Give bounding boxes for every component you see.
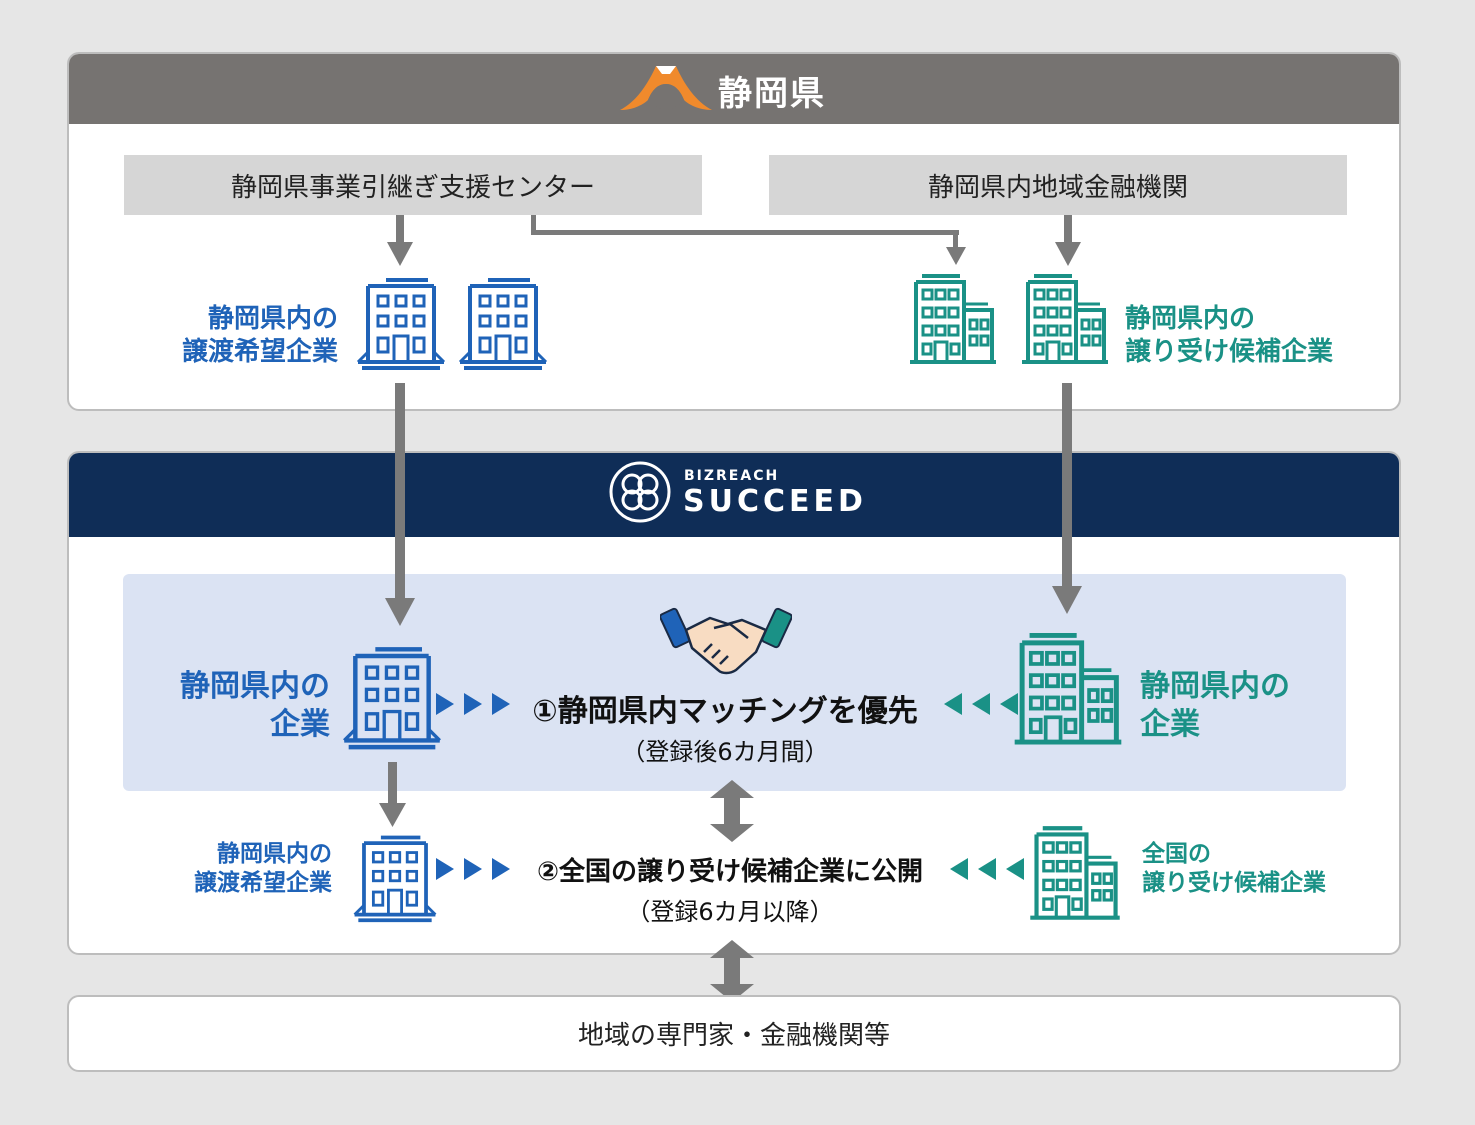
building-icon: [352, 830, 438, 924]
double-arrow-vertical-icon: [710, 780, 754, 842]
arrow-center-to-right-companies: [531, 215, 536, 235]
handshake-icon: [660, 607, 792, 675]
step1-text: ①静岡県内マッチングを優先 （登録後6カ月間）: [505, 686, 945, 767]
arrowhead-down: [946, 247, 966, 265]
triple-arrow-left-icon: [944, 693, 1018, 715]
footer-box: 地域の専門家・金融機関等: [67, 995, 1401, 1072]
arrow-right-companies-to-step1: [1062, 383, 1072, 588]
step1-area: [123, 574, 1346, 791]
building-icon: [342, 640, 442, 752]
arrowhead-down: [387, 242, 413, 266]
brand-large: SUCCEED: [683, 484, 867, 519]
step2-right-label: 全国の譲り受け候補企業: [1142, 841, 1326, 897]
financial-institutions-box: 静岡県内地域金融機関: [769, 155, 1347, 215]
fuji-logo-icon: [620, 66, 712, 110]
building-icon: [1012, 628, 1124, 752]
building-icon: [908, 270, 998, 370]
step1-note: （登録後6カ月間）: [621, 738, 829, 766]
step2-text: ②全国の譲り受け候補企業に公開 （登録6カ月以降）: [500, 851, 960, 927]
succeed-logo-icon: [609, 461, 671, 523]
step2-left-label: 静岡県内の譲渡希望企業: [194, 841, 332, 897]
building-icon: [1020, 270, 1110, 370]
arrow-left-companies-to-step1: [395, 383, 405, 601]
top-left-label: 静岡県内の譲渡希望企業: [181, 304, 338, 368]
prefecture-title: 静岡県: [718, 74, 826, 114]
building-icon: [1028, 822, 1122, 926]
arrowhead-down: [385, 598, 415, 626]
arrowhead-down: [379, 803, 406, 827]
step1-title: ①静岡県内マッチングを優先: [532, 694, 918, 729]
arrow-step1-to-step2-left: [388, 762, 397, 806]
arrow-center-horizontal: [531, 230, 959, 235]
step2-title: ②全国の譲り受け候補企業に公開: [536, 857, 923, 887]
step2-note: （登録6カ月以降）: [626, 898, 834, 926]
step1-right-label: 静岡県内の企業: [1140, 669, 1290, 743]
double-arrow-vertical-icon: [710, 940, 754, 1002]
building-icon: [356, 272, 446, 372]
arrowhead-down: [1055, 242, 1081, 266]
footer-label: 地域の専門家・金融機関等: [577, 1021, 890, 1051]
triple-arrow-right-icon: [436, 858, 510, 880]
step1-left-label: 静岡県内の企業: [180, 669, 330, 743]
support-center-box: 静岡県事業引継ぎ支援センター: [124, 155, 702, 215]
prefecture-panel: [67, 52, 1401, 411]
brand-small: BIZREACH: [684, 468, 780, 484]
triple-arrow-left-icon: [950, 858, 1024, 880]
top-right-label: 静岡県内の譲り受け候補企業: [1125, 304, 1334, 368]
succeed-header: [69, 453, 1399, 537]
arrow-banks-to-right-companies: [1064, 215, 1072, 245]
triple-arrow-right-icon: [436, 693, 510, 715]
arrow-center-to-left-companies: [396, 215, 404, 245]
building-icon: [458, 272, 548, 372]
prefecture-header: [69, 54, 1399, 124]
arrowhead-down: [1052, 586, 1082, 614]
